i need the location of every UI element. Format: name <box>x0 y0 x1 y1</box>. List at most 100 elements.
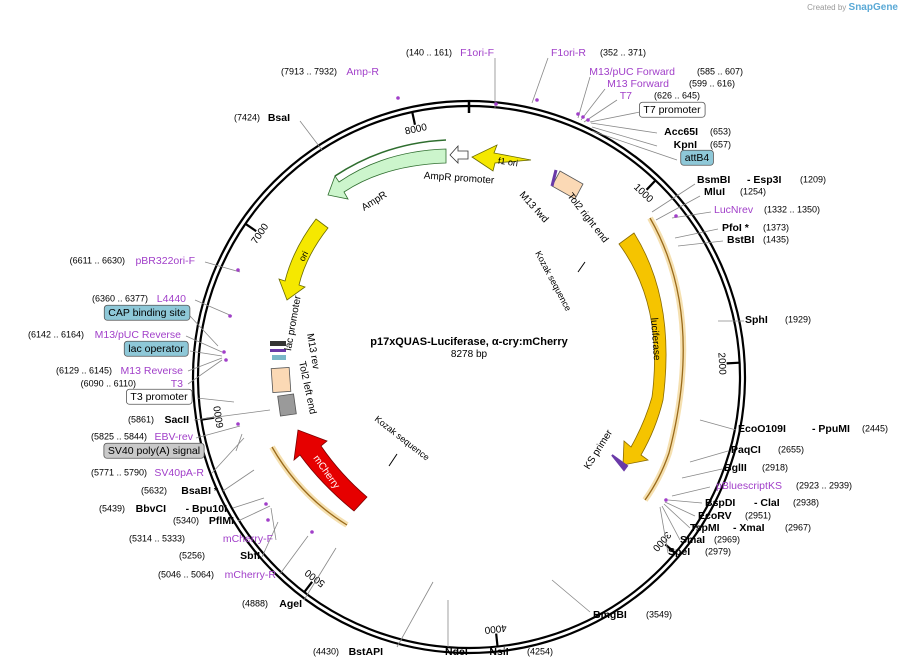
enzyme-label-agei[interactable]: AgeI <box>279 598 302 610</box>
site-coord-7913-7932[interactable]: (7913 .. 7932) <box>281 66 337 76</box>
feature-luciferase[interactable]: luciferase <box>618 216 687 502</box>
enzyme-label-paqci[interactable]: PaqCI <box>731 444 761 456</box>
feature-mcherry[interactable]: mCherry <box>269 429 368 528</box>
primer-label-m13-puc-reverse[interactable]: M13/pUC Reverse <box>95 329 182 341</box>
site-coord-5046-5064[interactable]: (5046 .. 5064) <box>158 569 214 579</box>
primer-label-sv40pa-r[interactable]: SV40pA-R <box>154 467 204 479</box>
site-coord-140-161[interactable]: (140 .. 161) <box>406 47 452 57</box>
primer-label-f1ori-f[interactable]: F1ori-F <box>460 47 494 59</box>
enzyme-label-acc65i[interactable]: Acc65I <box>664 126 698 138</box>
feature-ori[interactable]: ori <box>278 218 329 301</box>
primer-label-pbr322ori-f[interactable]: pBR322ori-F <box>135 255 195 267</box>
site-coord-2938[interactable]: (2938) <box>793 497 819 507</box>
enzyme-label-ppumi[interactable]: - PpuMI <box>812 423 850 435</box>
enzyme-label-bpu10i[interactable]: - Bpu10I <box>186 503 228 515</box>
site-coord-2967[interactable]: (2967) <box>785 522 811 532</box>
site-coord-5340[interactable]: (5340) <box>173 515 199 525</box>
enzyme-label-pflmi[interactable]: PflMI <box>209 515 234 527</box>
enzyme-label-bsmbi[interactable]: BsmBI <box>697 174 730 186</box>
site-box-sv40-poly-a-signal[interactable]: SV40 poly(A) signal <box>103 442 205 459</box>
primer-label-pbluescriptks[interactable]: pBluescriptKS <box>716 480 782 492</box>
site-coord-599-616[interactable]: (599 .. 616) <box>689 78 735 88</box>
enzyme-label-bmgbi[interactable]: BmgBI <box>593 609 627 621</box>
primer-label-m13-forward[interactable]: M13 Forward <box>607 78 669 90</box>
site-coord-5439[interactable]: (5439) <box>99 503 125 513</box>
site-coord-5771-5790[interactable]: (5771 .. 5790) <box>91 467 147 477</box>
enzyme-label-bglii[interactable]: BglII <box>724 462 747 474</box>
primer-label-mcherry-f[interactable]: mCherry-F <box>223 533 273 545</box>
primer-label-t7[interactable]: T7 <box>620 90 632 102</box>
site-coord-6360-6377[interactable]: (6360 .. 6377) <box>92 293 148 303</box>
site-coord-5825-5844[interactable]: (5825 .. 5844) <box>91 431 147 441</box>
site-coord-657[interactable]: (657) <box>710 139 731 149</box>
site-coord-4430[interactable]: (4430) <box>313 646 339 656</box>
site-coord-352-371[interactable]: (352 .. 371) <box>600 47 646 57</box>
site-coord-1209[interactable]: (1209) <box>800 174 826 184</box>
site-coord-1373[interactable]: (1373) <box>763 222 789 232</box>
enzyme-label-tspmi[interactable]: TspMI <box>690 522 720 534</box>
site-coord-4888[interactable]: (4888) <box>242 598 268 608</box>
feature-f1ori[interactable]: f1 ori <box>471 144 532 172</box>
site-coord-2979[interactable]: (2979) <box>705 546 731 556</box>
enzyme-label-bbvci[interactable]: BbvCI <box>136 503 166 515</box>
enzyme-label-bspdi[interactable]: BspDI <box>705 497 735 509</box>
enzyme-label-pfoi[interactable]: PfoI * <box>722 222 750 234</box>
feature-tol2-right-end[interactable]: Tol2 right end M13 fwd <box>517 169 611 245</box>
site-coord-6611-6630[interactable]: (6611 .. 6630) <box>70 255 125 265</box>
site-box-attb4[interactable]: attB4 <box>680 149 714 166</box>
enzyme-label-spei[interactable]: SpeI <box>668 546 690 558</box>
primer-label-amp-r[interactable]: Amp-R <box>346 66 379 78</box>
site-coord-1332-1350[interactable]: (1332 .. 1350) <box>764 204 820 214</box>
site-coord-2969[interactable]: (2969) <box>714 534 740 544</box>
enzyme-label-xmai[interactable]: - XmaI <box>733 522 765 534</box>
site-coord-2445[interactable]: (2445) <box>862 423 888 433</box>
enzyme-label-clai[interactable]: - ClaI <box>754 497 780 509</box>
site-coord-2655[interactable]: (2655) <box>778 444 804 454</box>
enzyme-label-bstbi[interactable]: BstBI <box>727 234 755 246</box>
site-box-lac-operator[interactable]: lac operator <box>123 340 189 357</box>
enzyme-label-smai[interactable]: SmaI <box>680 534 705 546</box>
site-coord-2923-2939[interactable]: (2923 .. 2939) <box>796 480 852 490</box>
enzyme-label-sacii[interactable]: SacII <box>164 414 189 426</box>
site-coord-5861[interactable]: (5861) <box>128 414 154 424</box>
site-coord-6090-6110[interactable]: (6090 .. 6110) <box>81 378 136 388</box>
feature-lac-tol2-left[interactable]: lac promoter M13 rev Tol2 left end <box>270 294 321 417</box>
enzyme-label-nsii[interactable]: - NsiI <box>483 646 509 658</box>
enzyme-label-mlui[interactable]: MluI <box>704 186 725 198</box>
enzyme-label-bsai[interactable]: BsaI <box>268 112 290 124</box>
primer-label-f1ori-r[interactable]: F1ori-R <box>551 47 586 59</box>
site-coord-5632[interactable]: (5632) <box>141 485 167 495</box>
site-coord-653[interactable]: (653) <box>710 126 731 136</box>
site-coord-1435[interactable]: (1435) <box>763 234 789 244</box>
site-coord-3549[interactable]: (3549) <box>646 609 672 619</box>
site-coord-6142-6164[interactable]: (6142 .. 6164) <box>28 329 84 339</box>
site-coord-2918[interactable]: (2918) <box>762 462 788 472</box>
site-coord-7424[interactable]: (7424) <box>234 112 260 122</box>
primer-label-mcherry-r[interactable]: mCherry-R <box>225 569 277 581</box>
enzyme-label-bsabi[interactable]: BsaBI * <box>181 485 219 497</box>
feature-ampr-promoter[interactable]: AmpR promoter <box>423 144 495 186</box>
site-box-t7-promoter[interactable]: T7 promoter <box>639 101 706 118</box>
site-box-t3-promoter[interactable]: T3 promoter <box>126 388 193 405</box>
site-coord-4254[interactable]: (4254) <box>527 646 553 656</box>
enzyme-label-bstapi[interactable]: BstAPI <box>349 646 384 658</box>
site-coord-2951[interactable]: (2951) <box>745 510 771 520</box>
primer-label-t3[interactable]: T3 <box>171 378 183 390</box>
primer-label-m13-puc-forward[interactable]: M13/pUC Forward <box>589 66 675 78</box>
enzyme-label-ndei[interactable]: NdeI <box>445 646 468 658</box>
primer-label-l4440[interactable]: L4440 <box>157 293 186 305</box>
primer-label-m13-reverse[interactable]: M13 Reverse <box>121 365 184 377</box>
site-coord-1929[interactable]: (1929) <box>785 314 811 324</box>
primer-label-lucnrev[interactable]: LucNrev <box>714 204 754 216</box>
enzyme-label-sphi[interactable]: SphI <box>745 314 768 326</box>
enzyme-label-sbfi[interactable]: SbfI <box>240 550 260 562</box>
site-coord-6129-6145[interactable]: (6129 .. 6145) <box>56 365 112 375</box>
primer-label-ebv-rev[interactable]: EBV-rev <box>154 431 193 443</box>
site-coord-585-607[interactable]: (585 .. 607) <box>697 66 743 76</box>
enzyme-label-ecoo109i[interactable]: EcoO109I <box>738 423 786 435</box>
site-coord-5256[interactable]: (5256) <box>179 550 205 560</box>
site-coord-5314-5333[interactable]: (5314 .. 5333) <box>129 533 185 543</box>
site-coord-1254[interactable]: (1254) <box>740 186 766 196</box>
site-box-cap-binding-site[interactable]: CAP binding site <box>103 304 191 321</box>
feature-ks-primer[interactable]: KS primer <box>582 427 629 472</box>
